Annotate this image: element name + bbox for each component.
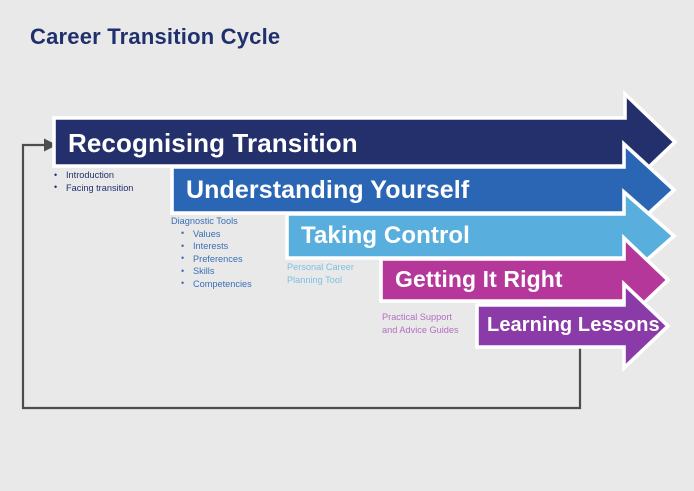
stage-arrow-getting-it-right[interactable]: Getting It Right <box>379 233 671 327</box>
stage-label-taking-control: Taking Control <box>301 222 470 249</box>
caption-understanding-yourself: Diagnostic Tools Values Interests Prefer… <box>171 215 252 291</box>
caption-line: Planning Tool <box>287 274 342 285</box>
stage-label-learning-lessons: Learning Lessons <box>487 314 660 336</box>
caption-heading-diagnostic-tools: Diagnostic Tools <box>171 216 238 226</box>
caption-taking-control: Personal Career Planning Tool <box>287 261 354 286</box>
caption-line: Practical Support <box>382 312 452 322</box>
list-item: Interests <box>171 240 252 253</box>
list-item: Skills <box>171 265 252 278</box>
stage-label-recognising-transition: Recognising Transition <box>68 128 358 158</box>
stage-arrow-learning-lessons[interactable]: Learning Lessons <box>475 279 671 373</box>
list-item: Competencies <box>171 277 252 291</box>
list-item: Facing transition <box>52 181 133 195</box>
stage-label-getting-it-right: Getting It Right <box>395 266 563 292</box>
list-item: Values <box>171 227 252 241</box>
caption-list-understanding-yourself: Values Interests Preferences Skills Comp… <box>171 227 252 291</box>
caption-line: and Advice Guides <box>382 324 459 335</box>
stage-label-understanding-yourself: Understanding Yourself <box>186 176 470 204</box>
caption-line: Personal Career <box>287 262 354 272</box>
page-title: Career Transition Cycle <box>30 24 281 49</box>
caption-recognising-transition: Introduction Facing transition <box>52 169 133 194</box>
caption-list-recognising-transition: Introduction Facing transition <box>52 169 133 194</box>
caption-getting-it-right: Practical Support and Advice Guides <box>382 311 459 336</box>
list-item: Introduction <box>52 169 133 182</box>
list-item: Preferences <box>171 252 252 266</box>
